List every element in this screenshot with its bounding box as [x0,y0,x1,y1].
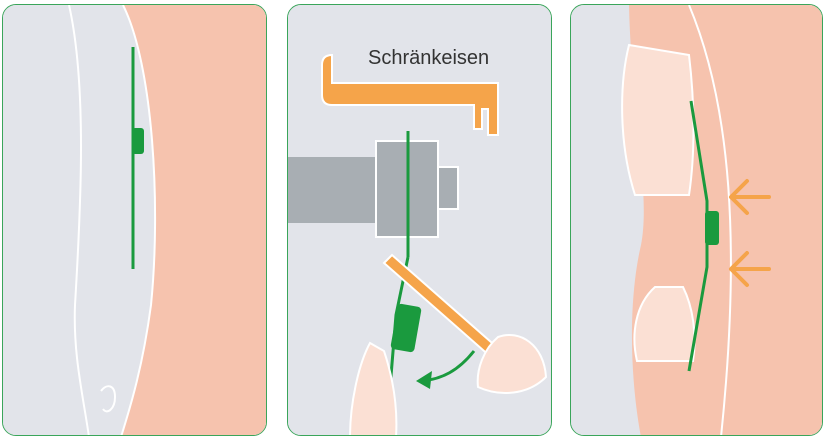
straight-splint-illustration [3,5,267,436]
bent-splint-illustration [571,5,823,436]
clamp-body [288,157,378,223]
upper-pad [622,45,693,195]
splint-pad [132,128,144,154]
splint-pad [705,211,719,245]
panel-bent-splint [570,4,823,436]
setting-iron-label: Schränkeisen [368,47,489,70]
panel-bending: Schränkeisen [287,4,552,436]
clamp-knob [438,167,458,209]
panel-straight-splint [2,4,267,436]
